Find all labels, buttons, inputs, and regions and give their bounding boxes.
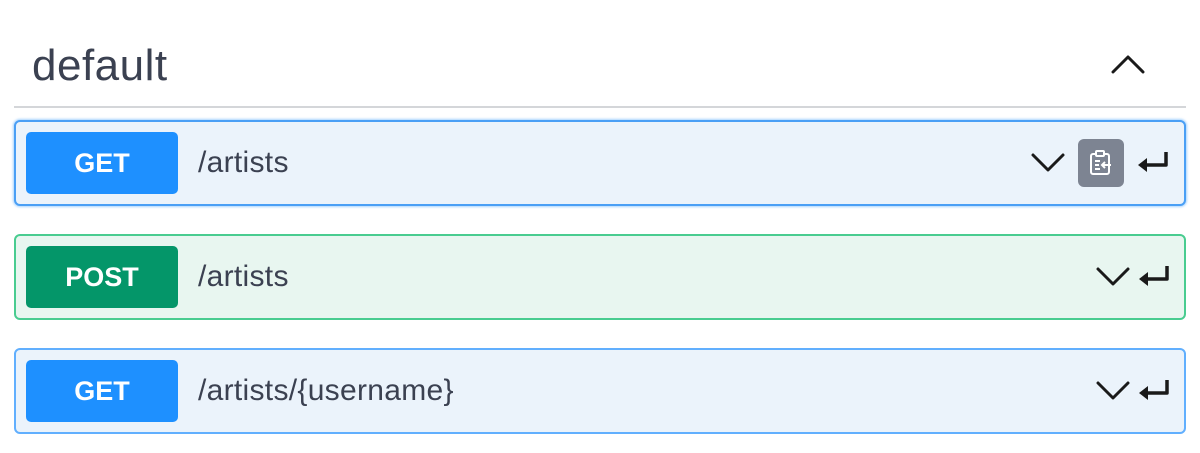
return-arrow-icon: [1137, 376, 1171, 404]
section-header-default[interactable]: default: [14, 22, 1186, 108]
operations-section: default GET /artists: [14, 0, 1186, 453]
method-badge: GET: [26, 360, 178, 422]
method-badge: GET: [26, 132, 178, 194]
return-arrow-icon: [1136, 148, 1170, 176]
operation-get-artist-by-username[interactable]: GET /artists/{username}: [14, 348, 1186, 434]
operation-get-artists[interactable]: GET /artists: [14, 120, 1186, 206]
chevron-up-icon[interactable]: [1110, 50, 1146, 78]
copy-to-clipboard-button[interactable]: [1078, 139, 1124, 187]
chevron-down-icon[interactable]: [1095, 378, 1131, 404]
operation-path: /artists/{username}: [198, 374, 454, 407]
section-title: default: [32, 41, 168, 90]
chevron-down-icon[interactable]: [1030, 150, 1066, 176]
chevron-down-icon[interactable]: [1095, 264, 1131, 290]
operation-path: /artists: [198, 260, 289, 293]
operation-path: /artists: [198, 146, 289, 179]
return-arrow-icon: [1137, 262, 1171, 290]
method-badge: POST: [26, 246, 178, 308]
operation-post-artists[interactable]: POST /artists: [14, 234, 1186, 320]
